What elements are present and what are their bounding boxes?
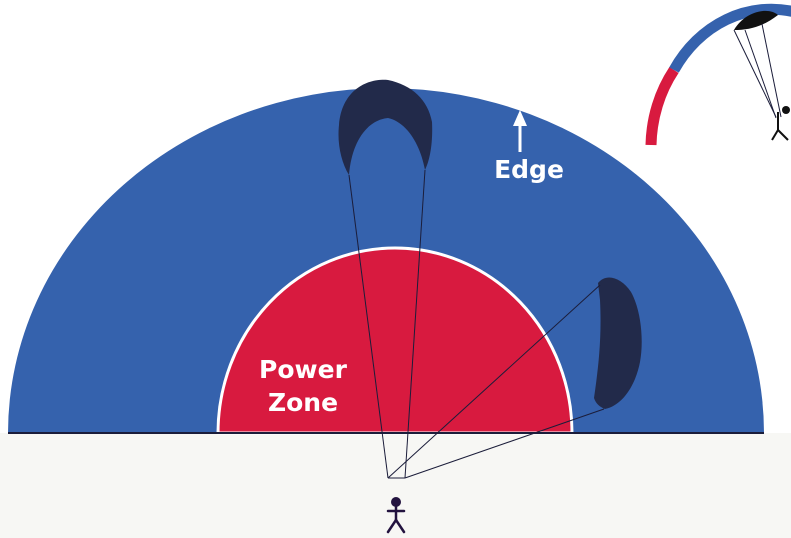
up-arrow-icon <box>513 110 527 152</box>
inset-edge-arc <box>669 3 791 73</box>
edge-label: Edge <box>494 155 564 184</box>
flying-lines <box>348 169 605 479</box>
power-zone <box>216 246 574 435</box>
power-zone-label-line1: Power <box>259 355 348 384</box>
kite-icon <box>338 79 433 175</box>
inset-power-arc <box>645 66 679 146</box>
pilot-figure-icon <box>771 106 790 141</box>
pilot-figure-icon <box>386 497 406 534</box>
inset-flying-lines <box>733 23 782 119</box>
kite-icon <box>594 277 642 409</box>
power-zone-label-line2: Zone <box>268 388 338 417</box>
kite-icon <box>734 10 778 30</box>
inset-window-diagram <box>645 3 791 146</box>
